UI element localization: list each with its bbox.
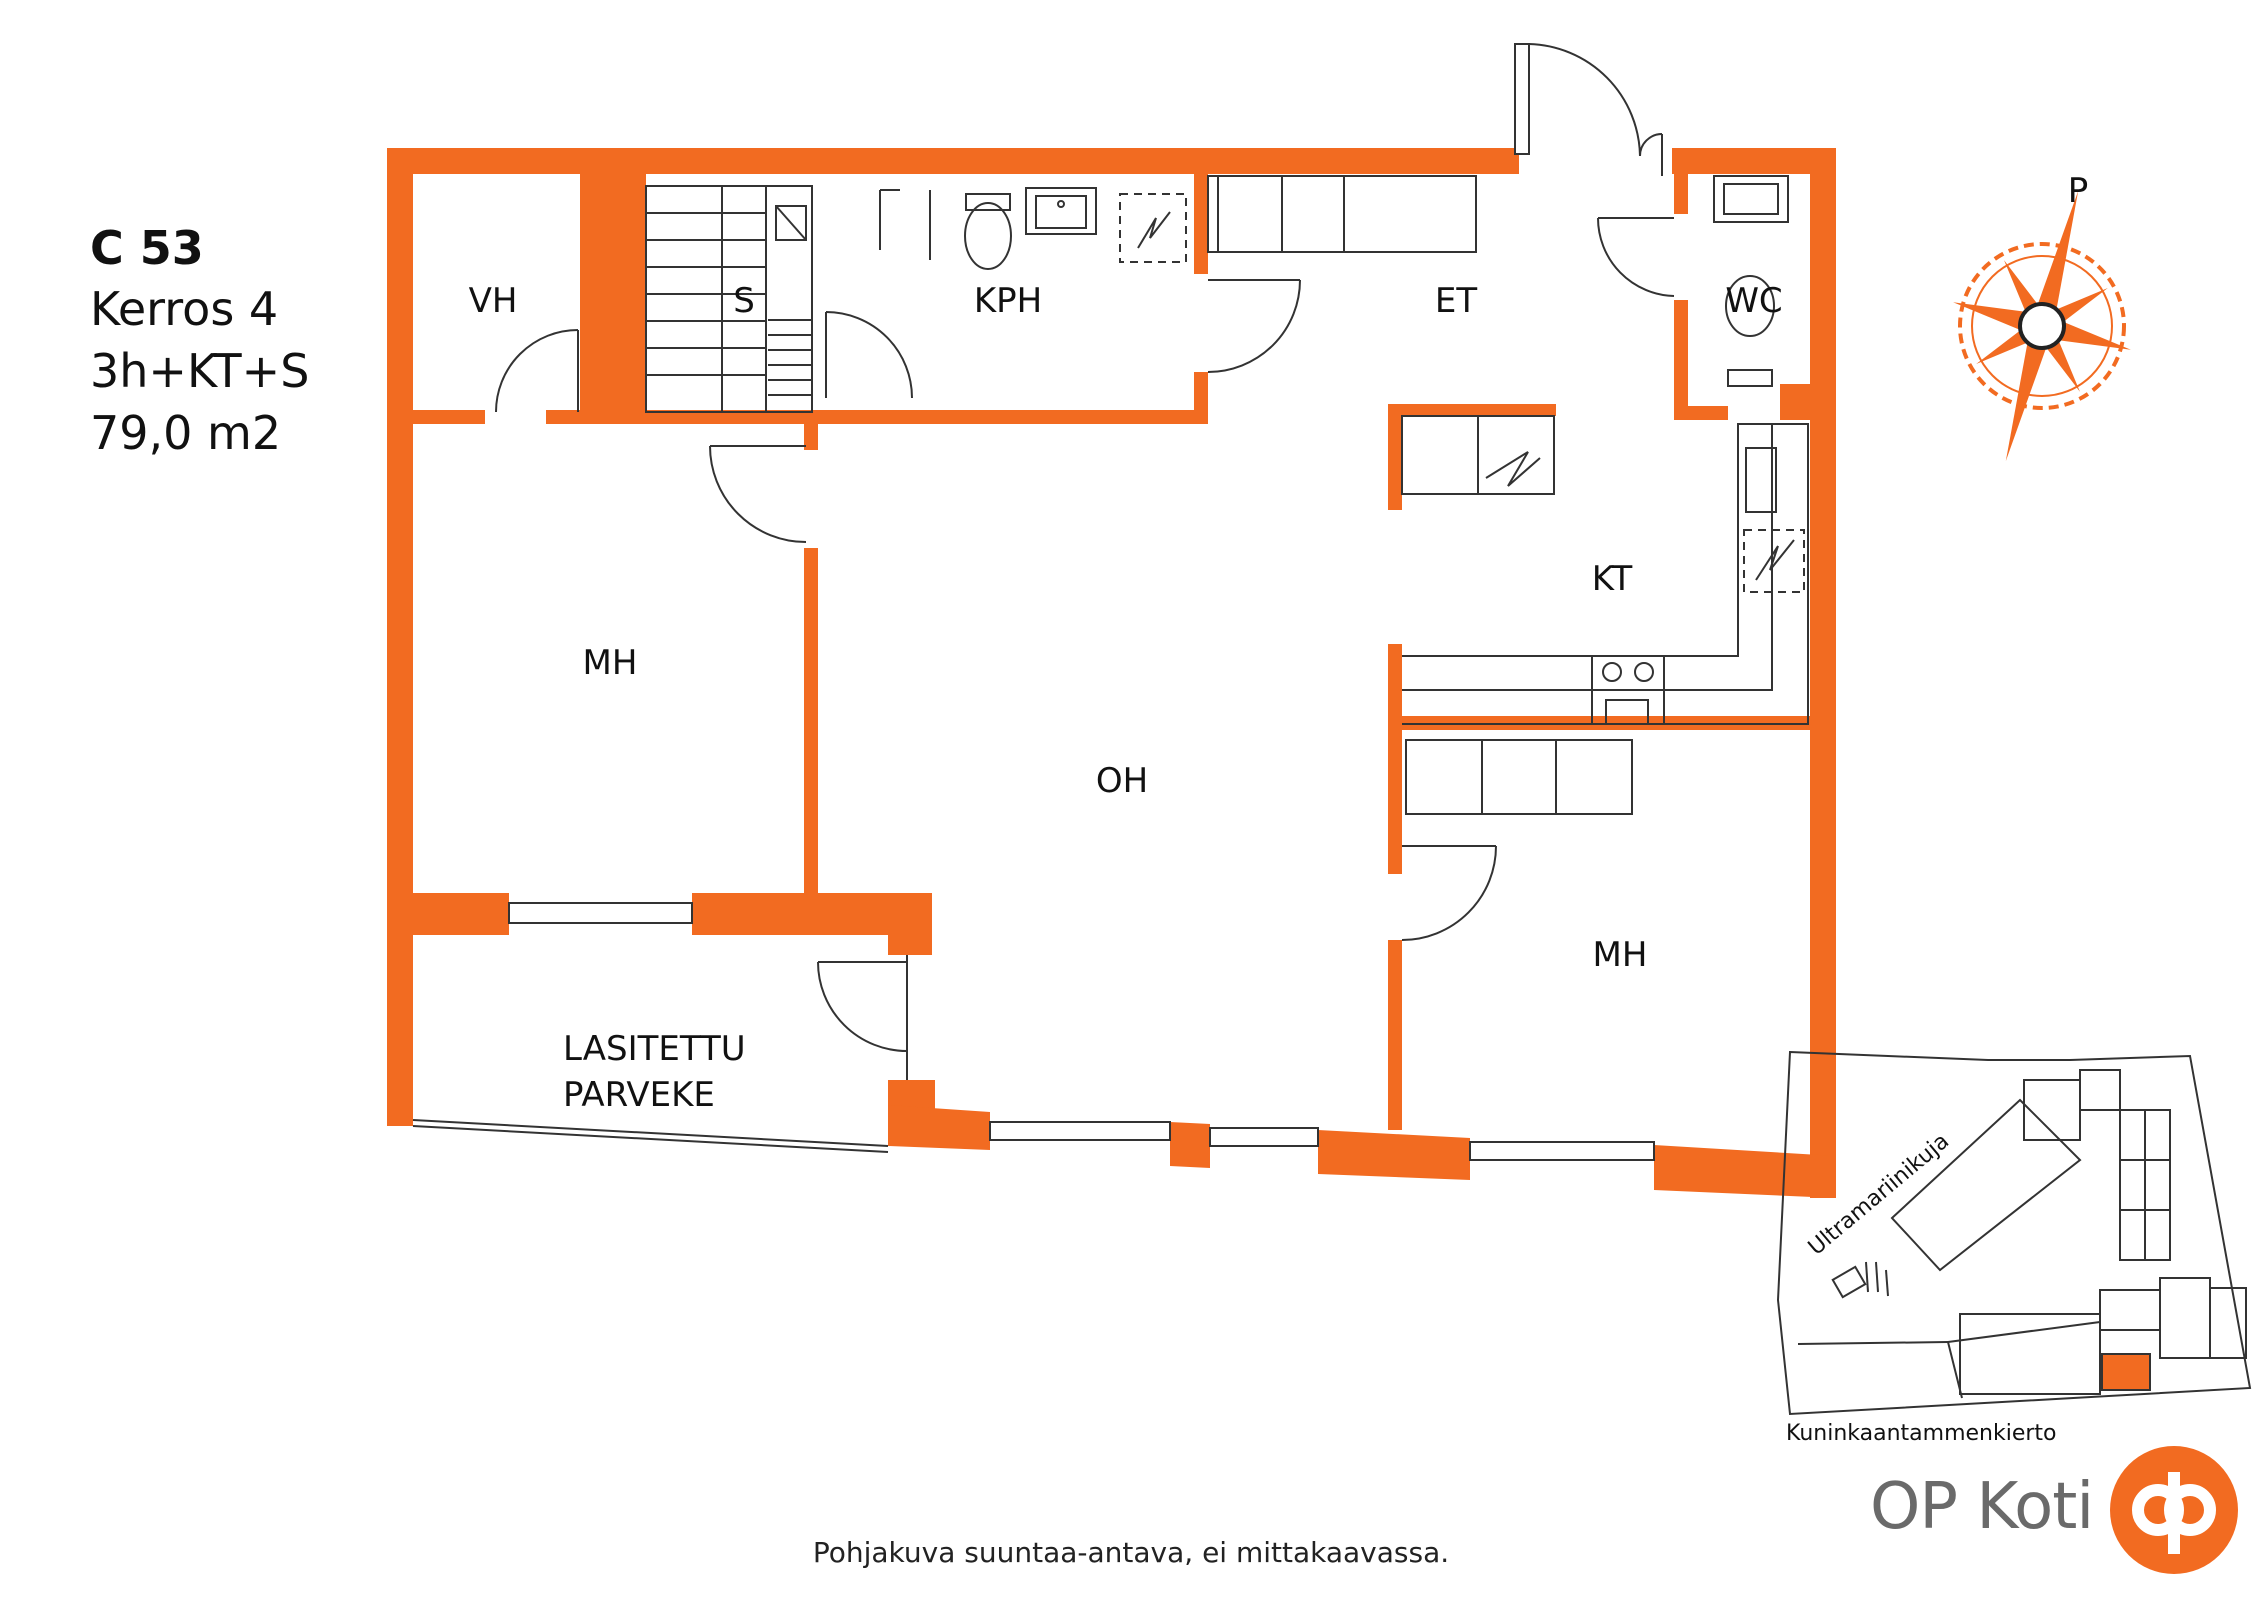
room-label-oh: OH [1096, 761, 1148, 801]
room-label-mh-2: MH [1593, 935, 1648, 975]
room-label-mh-1: MH [583, 643, 638, 683]
interior-walls [413, 174, 1810, 1130]
kitchen-cabinets [1207, 175, 1809, 815]
room-label-balcony-line2: PARVEKE [563, 1075, 715, 1115]
op-logo-icon [2110, 1446, 2238, 1574]
apartment-layout: 3h+KT+S [90, 344, 310, 398]
room-label-et: ET [1435, 281, 1477, 321]
disclaimer-text: Pohjakuva suuntaa-antava, ei mittakaavas… [812, 1536, 1450, 1569]
apartment-info: C 53 Kerros 4 3h+KT+S 79,0 m2 [90, 218, 309, 464]
stairs [645, 185, 813, 413]
balcony-outline [412, 955, 908, 1153]
apartment-code: C 53 [90, 221, 204, 275]
street-label-kuninkaantammenkierto: Kuninkaantammenkierto [1786, 1421, 2057, 1446]
windows [508, 902, 1655, 1161]
room-label-wc: WC [1725, 281, 1782, 321]
exterior-walls [387, 148, 1836, 1198]
room-label-kph: KPH [974, 281, 1042, 321]
doors [495, 43, 1675, 1052]
apartment-floor: Kerros 4 [90, 282, 279, 336]
brand-name: OP Koti [1870, 1470, 2094, 1544]
room-labels: VH S KPH ET WC MH OH KT MH LASITETTU PAR… [469, 281, 1783, 1115]
bathroom-fixtures [879, 175, 1789, 387]
room-label-s: S [733, 281, 755, 321]
apartment-area: 79,0 m2 [90, 406, 282, 460]
apartment-location-marker [2101, 1353, 2151, 1391]
compass-north-label: P [2068, 171, 2089, 211]
room-label-kt: KT [1592, 559, 1633, 599]
room-label-vh: VH [469, 281, 518, 321]
room-label-balcony-line1: LASITETTU [563, 1029, 746, 1069]
site-map [1776, 1050, 2252, 1416]
compass-icon [1953, 190, 2131, 462]
